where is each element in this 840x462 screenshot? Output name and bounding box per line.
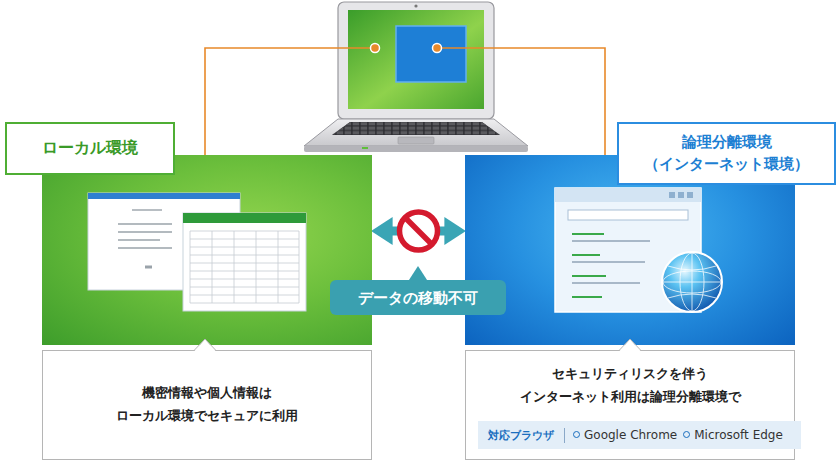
- globe-icon: [662, 252, 722, 312]
- result-lines: [572, 282, 640, 284]
- note-pointer: [194, 339, 216, 352]
- callout-text: データの移動不可: [358, 289, 478, 307]
- spreadsheet-grid: [190, 263, 299, 264]
- link-dot: [371, 44, 380, 53]
- isolated-link-line: [437, 48, 605, 155]
- document-lines: [118, 210, 172, 267]
- globe-icon: [663, 282, 721, 283]
- local-environment-panel: ローカル環境: [42, 155, 372, 345]
- note-pointer: [619, 339, 641, 351]
- spreadsheet-grid: [212, 231, 213, 303]
- spreadsheet-grid: [190, 295, 299, 296]
- status-light: [362, 147, 368, 149]
- laptop-front: [304, 146, 528, 152]
- laptop-base: [304, 119, 528, 146]
- browser-name: Microsoft Edge: [683, 428, 783, 442]
- browser-icon: [687, 192, 693, 198]
- spreadsheet-header: [183, 213, 306, 223]
- camera: [414, 4, 417, 7]
- browser-list-heading: 対応ブラウザ: [488, 428, 565, 443]
- laptop-screen: [348, 10, 484, 109]
- browser-icon: [669, 192, 675, 198]
- spreadsheet-grid: [190, 255, 299, 256]
- result-lines: [572, 233, 604, 235]
- globe-icon: [668, 266, 716, 270]
- no-entry-sign: [400, 212, 438, 250]
- isolated-environment-panel: 論理分離環境 （インターネット環境）: [465, 155, 795, 345]
- result-lines: [572, 234, 650, 297]
- document-lines: [145, 266, 152, 269]
- document-window: [88, 193, 240, 290]
- browser-icon: [555, 188, 722, 312]
- spreadsheet-grid: [190, 279, 299, 280]
- result-lines: [572, 254, 600, 256]
- internet-usage-note: 対応ブラウザ Google Chrome Microsoft Edge セキュリティリ…: [465, 350, 795, 460]
- globe-icon: [692, 253, 693, 311]
- laptop-lid: [338, 2, 494, 119]
- callout-pointer: [408, 266, 428, 282]
- globe-icon: [662, 252, 722, 312]
- browser-window: [555, 188, 701, 312]
- spreadsheet-grid: [190, 231, 191, 303]
- document-lines: [118, 231, 172, 232]
- isolated-environment-heading: 論理分離環境 （インターネット環境）: [619, 132, 834, 176]
- laptop: [304, 2, 528, 152]
- touchpad: [398, 137, 434, 144]
- spreadsheet-grid: [190, 231, 299, 303]
- spreadsheet-grid: [190, 287, 299, 288]
- spreadsheet-grid: [190, 303, 299, 304]
- note-pointer: [619, 339, 641, 352]
- result-lines: [572, 240, 650, 242]
- connection-lines: [205, 48, 605, 155]
- spreadsheet-grid: [190, 271, 299, 272]
- no-entry-sign: [400, 212, 438, 250]
- transfer-arrow: [384, 227, 453, 236]
- browser-name: Google Chrome: [573, 428, 677, 442]
- note-pointer: [194, 339, 216, 351]
- link-dot: [433, 44, 442, 53]
- keyboard-keys: [332, 122, 500, 135]
- result-lines: [572, 261, 645, 263]
- document-lines: [118, 223, 172, 224]
- local-environment-heading: ローカル環境: [42, 138, 138, 159]
- globe-icon: [663, 271, 721, 293]
- globe-icon: [663, 253, 721, 311]
- spreadsheet-grid: [299, 231, 300, 303]
- browser-icon: [678, 192, 684, 198]
- note-text: セキュリティリスクを伴う インターネット利用は論理分離環境で: [486, 363, 774, 409]
- supported-browser-strip: 対応ブラウザ Google Chrome Microsoft Edge: [478, 421, 801, 449]
- note-text: 機密情報や個人情報は ローカル環境でセキュアに利用: [83, 382, 331, 428]
- note-pointer: [194, 339, 216, 352]
- globe-icon: [680, 253, 704, 311]
- spreadsheet-grid: [256, 231, 257, 303]
- environment-label-tab: ローカル環境: [5, 122, 175, 175]
- local-usage-note: 機密情報や個人情報は ローカル環境でセキュアに利用: [42, 350, 372, 460]
- search-bar: [568, 210, 688, 220]
- spreadsheet-grid: [190, 247, 299, 248]
- browser-titlebar: [555, 188, 701, 202]
- document-lines: [118, 247, 172, 248]
- environment-label-tab: 論理分離環境 （インターネット環境）: [617, 122, 836, 185]
- spreadsheet-grid: [190, 239, 299, 240]
- no-entry-sign: [407, 219, 431, 243]
- document-lines: [132, 209, 162, 210]
- document-titlebar: [88, 193, 240, 199]
- result-lines: [572, 275, 606, 277]
- result-lines: [572, 296, 602, 298]
- document-lines: [118, 239, 160, 240]
- note-pointer: [619, 339, 641, 352]
- spreadsheet-grid: [278, 231, 279, 303]
- spreadsheet-grid: [234, 231, 235, 303]
- spreadsheet-window: [183, 213, 306, 311]
- document-icons: [88, 193, 306, 311]
- screen-window: [396, 26, 466, 82]
- spreadsheet-grid: [190, 231, 299, 232]
- no-transfer-callout: データの移動不可: [330, 280, 506, 315]
- globe-icon: [668, 294, 716, 298]
- keyboard: [332, 122, 500, 135]
- local-link-line: [205, 48, 375, 155]
